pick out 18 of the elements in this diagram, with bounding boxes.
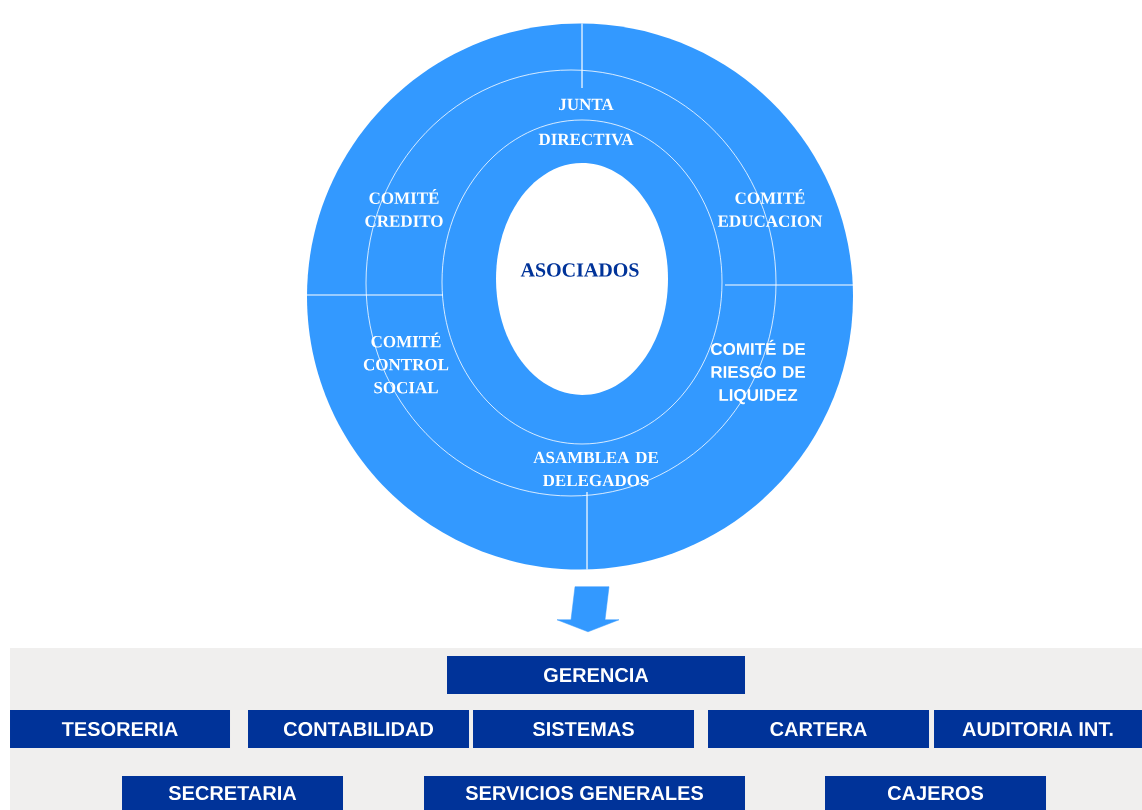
segment-label: COMITÉ EDUCACION: [717, 189, 823, 227]
org-box: GERENCIA: [447, 656, 745, 694]
segment-label: COMITÉ CONTROL SOCIAL: [363, 332, 449, 394]
segment-label: JUNTA DIRECTIVA: [538, 98, 634, 146]
segment-label: COMITÉ CREDITO: [365, 189, 443, 227]
ring-diagram: [306, 22, 854, 571]
org-box: CARTERA: [708, 710, 929, 748]
segment-label: ASAMBLEA DE DELEGADOS: [533, 451, 658, 487]
org-box: SERVICIOS GENERALES: [424, 776, 745, 810]
org-box: AUDITORIA INT.: [934, 710, 1142, 748]
arrow: [556, 586, 620, 633]
org-box: CAJEROS: [825, 776, 1046, 810]
org-box: SISTEMAS: [473, 710, 694, 748]
segment-label: COMITÉ DE RIESGO DE LIQUIDEZ: [711, 339, 806, 405]
center-label: ASOCIADOS: [520, 263, 639, 277]
org-box: TESORERIA: [10, 710, 230, 748]
org-box: CONTABILIDAD: [248, 710, 469, 748]
org-box: SECRETARIA: [122, 776, 343, 810]
